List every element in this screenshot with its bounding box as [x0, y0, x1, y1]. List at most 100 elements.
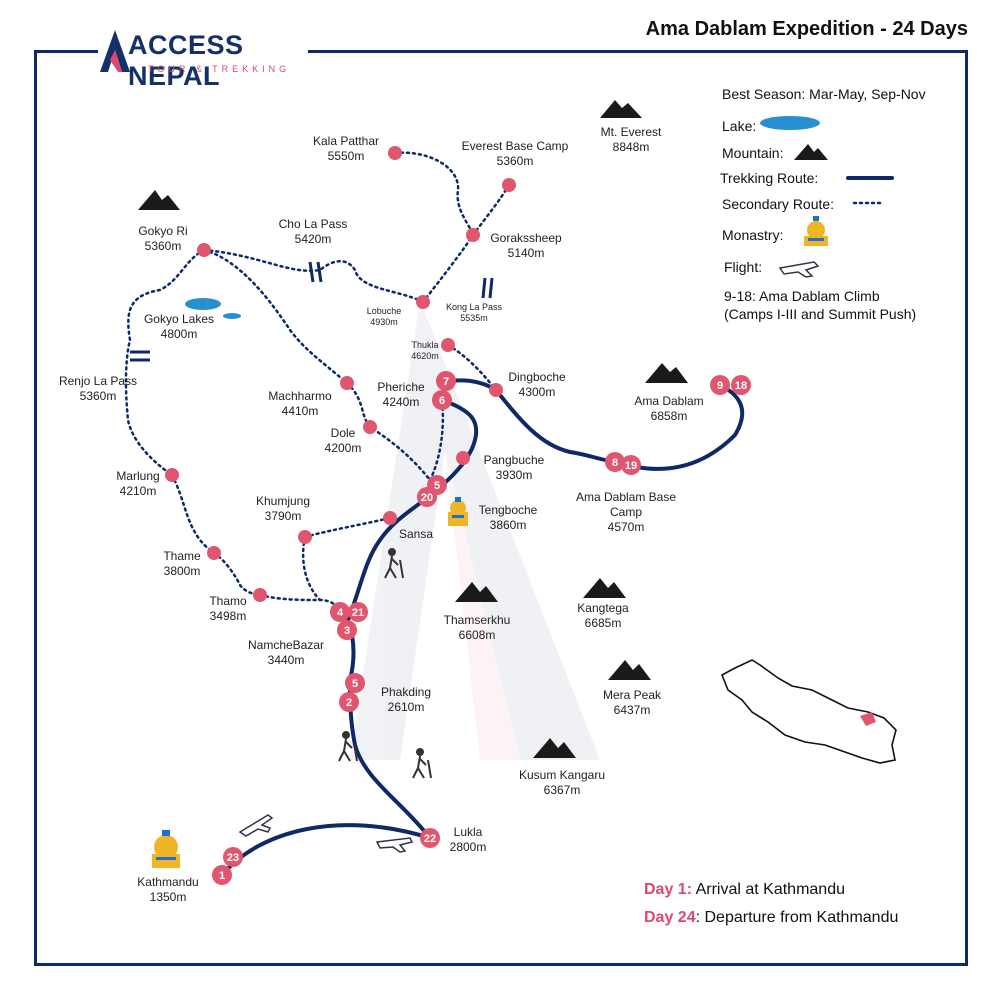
pass-markers — [130, 261, 494, 362]
hiker-icon — [338, 731, 358, 762]
logo: ACCESS NEPAL TOUR & TREKKING — [98, 26, 308, 91]
legend-climb-line2: (Camps I-III and Summit Push) — [724, 306, 917, 322]
mountain-icon — [533, 738, 576, 758]
svg-text:18: 18 — [735, 380, 747, 392]
monastery-icon — [152, 830, 180, 868]
stop-bubble: 19 — [621, 455, 641, 475]
stop-bubble: 7 — [436, 371, 456, 391]
stop-bubble: 20 — [417, 487, 437, 507]
svg-text:20: 20 — [421, 492, 433, 504]
stop-bubble: 22 — [420, 828, 440, 848]
day-24-note: Day 24: Departure from Kathmandu — [644, 909, 899, 926]
stop-bubble: 1 — [212, 865, 232, 885]
stop-bubble: 21 — [348, 602, 368, 622]
svg-text:4: 4 — [337, 607, 344, 619]
mountain-icon — [794, 144, 828, 160]
mountain-icon — [583, 578, 626, 598]
svg-text:7: 7 — [443, 376, 449, 388]
lake-icons — [185, 116, 820, 319]
legend-season: Best Season: Mar-May, Sep-Nov — [722, 86, 926, 102]
svg-text:5: 5 — [352, 678, 358, 690]
plane-icon — [238, 814, 274, 837]
hiker-icon — [412, 748, 432, 779]
svg-text:6: 6 — [439, 395, 445, 407]
place-sansa: Sansa — [398, 527, 434, 541]
legend-lake: Lake: — [722, 118, 757, 134]
svg-text:2: 2 — [346, 697, 352, 709]
svg-text:21: 21 — [352, 607, 364, 619]
flight-icons — [238, 261, 820, 853]
nepal-inset-map — [720, 659, 897, 764]
stop-bubble: 23 — [223, 847, 243, 867]
legend-flight: Flight: — [724, 259, 763, 275]
hiker-icons — [338, 548, 432, 779]
map-frame — [34, 50, 968, 966]
day-stops: 7 6 9 18 8 19 5 20 4 21 3 5 2 22 23 1 — [212, 371, 751, 885]
stop-bubble: 9 — [710, 375, 730, 395]
mountain-icon — [645, 363, 688, 383]
stop-bubble: 4 — [330, 602, 350, 622]
plane-icon — [778, 261, 820, 278]
logo-mark-icon — [100, 30, 130, 72]
mountain-icons — [138, 100, 828, 758]
stop-bubble: 8 — [605, 452, 625, 472]
stop-bubble: 6 — [432, 390, 452, 410]
logo-name: ACCESS NEPAL — [128, 30, 244, 91]
logo-tagline: TOUR & TREKKING — [148, 64, 291, 74]
hiker-icon — [384, 548, 404, 579]
svg-text:3: 3 — [344, 625, 350, 637]
svg-text:8: 8 — [612, 457, 618, 469]
svg-text:1: 1 — [219, 870, 225, 882]
waypoints — [165, 146, 516, 602]
mountain-icon — [600, 100, 642, 118]
plane-icon — [375, 837, 414, 853]
legend-trekking-route: Trekking Route: — [720, 170, 819, 186]
stop-bubble: 18 — [731, 375, 751, 395]
svg-text:5: 5 — [434, 480, 440, 492]
svg-text:23: 23 — [227, 852, 239, 864]
mountain-icon — [455, 582, 498, 602]
svg-text:22: 22 — [424, 833, 436, 845]
legend-secondary-route: Secondary Route: — [722, 196, 835, 212]
monastery-icon — [804, 216, 828, 246]
stop-bubble: 2 — [339, 692, 359, 712]
svg-text:9: 9 — [717, 380, 723, 392]
stop-bubble: 5 — [345, 673, 365, 693]
stop-bubble: 3 — [337, 620, 357, 640]
day-1-note: Day 1: Arrival at Kathmandu — [644, 881, 845, 898]
monastery-icon — [448, 497, 468, 526]
page-title: Ama Dablam Expedition - 24 Days — [645, 18, 968, 40]
